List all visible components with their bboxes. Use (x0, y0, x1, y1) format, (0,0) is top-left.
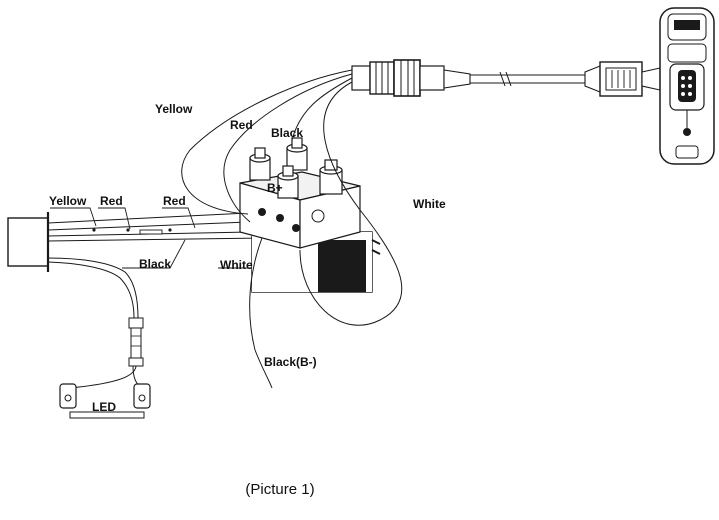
label-red-top: Red (230, 118, 253, 132)
plug-connector (351, 59, 661, 97)
handheld-remote (659, 7, 715, 165)
label-white-right: White (413, 197, 446, 211)
label-b-plus: B+ (267, 181, 283, 195)
label-yellow-top: Yellow (155, 102, 193, 116)
figure-caption: (Picture 1) (245, 481, 315, 498)
label-led: LED (92, 400, 116, 414)
inline-splices (92, 228, 172, 235)
led-assembly (59, 317, 151, 419)
harness-wires (181, 69, 403, 389)
left-wire-bundle (47, 212, 261, 319)
label-yellow-left: Yellow (49, 194, 87, 208)
solenoid-contactor (239, 137, 381, 293)
label-black-b-minus: Black(B-) (264, 355, 317, 369)
terminal-posts (249, 137, 343, 199)
label-red-left-1: Red (100, 194, 123, 208)
label-white-left: White (220, 258, 253, 272)
label-red-left-2: Red (163, 194, 186, 208)
label-black-top: Black (271, 126, 303, 140)
label-black-left: Black (139, 257, 171, 271)
left-terminal-block (7, 212, 50, 272)
